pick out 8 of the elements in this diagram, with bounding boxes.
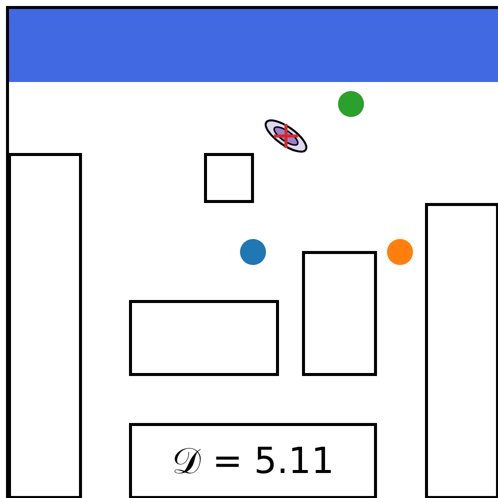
score-box: [129, 423, 377, 498]
obstacle-box: [204, 153, 254, 203]
score-text: 𝒟 = 5.11: [172, 440, 334, 482]
obstacle-box: [425, 203, 498, 498]
obstacle-box: [8, 153, 82, 498]
obstacle-box: [129, 300, 279, 376]
obstacle-box: [302, 251, 377, 376]
top-band: [8, 8, 498, 82]
